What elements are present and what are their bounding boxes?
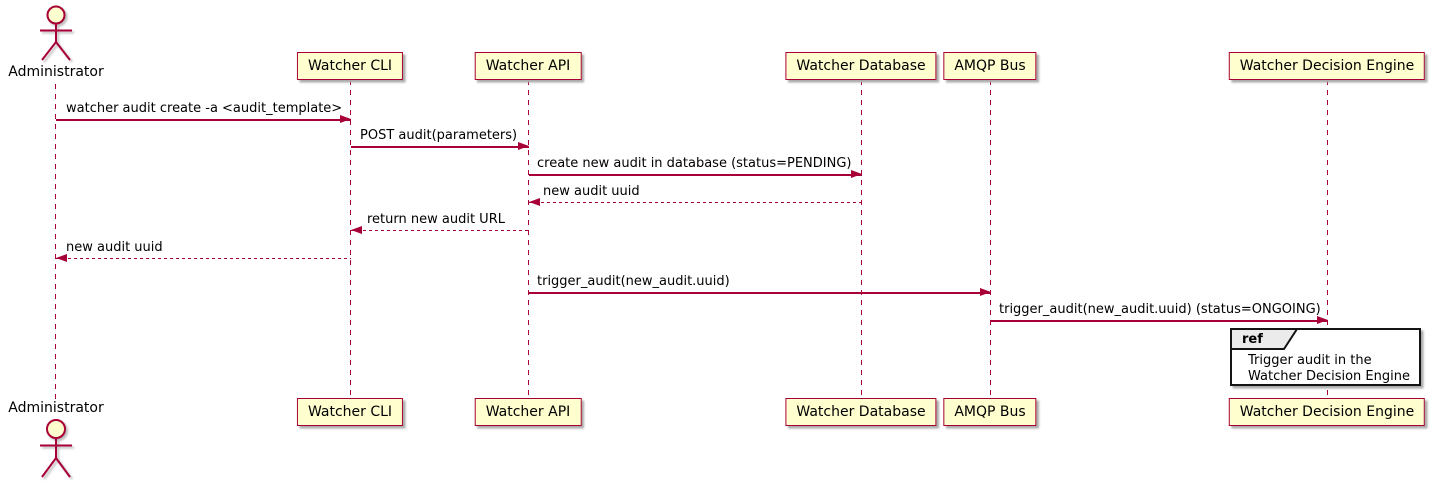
actor-label-administrator-top: Administrator (8, 64, 104, 80)
participant-label: Watcher API (485, 58, 571, 74)
message-arrow (56, 254, 351, 262)
actor-administrator-bottom (31, 417, 81, 479)
participant-top-watcher-decision-engine: Watcher Decision Engine (1228, 52, 1426, 80)
participant-label: Watcher API (485, 404, 571, 420)
message-label: trigger_audit(new_audit.uuid) (537, 274, 730, 289)
message-label: return new audit URL (367, 212, 505, 227)
message-arrow (529, 170, 862, 179)
lifeline-administrator (55, 84, 56, 400)
person-icon (40, 5, 72, 61)
arrowhead-right-icon (851, 170, 862, 179)
participant-bottom-amqp-bus: AMQP Bus (943, 398, 1037, 426)
message-arrow (351, 142, 529, 151)
participant-bottom-watcher-cli: Watcher CLI (296, 398, 404, 426)
arrowhead-right-icon (980, 288, 991, 297)
message-label: watcher audit create -a <audit_template> (66, 101, 343, 116)
participant-label: Watcher Database (796, 404, 926, 420)
message-label: new audit uuid (543, 184, 640, 199)
ref-text-line1: Trigger audit in the (1248, 353, 1372, 368)
lifeline-watcher-decision-engine (1327, 80, 1328, 398)
participant-label: Watcher Decision Engine (1239, 404, 1415, 420)
lifeline-watcher-database (861, 80, 862, 398)
person-icon (40, 419, 72, 478)
ref-keyword: ref (1242, 332, 1263, 347)
message-label: create new audit in database (status=PEN… (537, 156, 852, 171)
participant-label: Watcher CLI (307, 404, 393, 420)
participant-bottom-watcher-database: Watcher Database (785, 398, 937, 426)
arrowhead-right-icon (518, 142, 529, 151)
message-arrow (991, 316, 1328, 325)
message-arrow (351, 226, 529, 234)
participant-label: Watcher Database (796, 58, 926, 74)
participant-top-watcher-database: Watcher Database (785, 52, 937, 80)
arrowhead-left-icon (529, 198, 540, 206)
actor-administrator-top (31, 4, 81, 62)
message-arrow (56, 115, 351, 124)
participant-label: Watcher CLI (307, 58, 393, 74)
participant-label: AMQP Bus (954, 58, 1026, 74)
arrowhead-left-icon (56, 254, 67, 262)
participant-label: AMQP Bus (954, 404, 1026, 420)
participant-top-watcher-api: Watcher API (474, 52, 582, 80)
lifeline-amqp-bus (990, 80, 991, 398)
arrowhead-right-icon (340, 115, 351, 124)
message-label: new audit uuid (66, 240, 163, 255)
arrowhead-left-icon (351, 226, 362, 234)
ref-fragment: ref Trigger audit in the Watcher Decisio… (1230, 328, 1421, 386)
message-arrow (529, 288, 991, 297)
participant-label: Watcher Decision Engine (1239, 58, 1415, 74)
actor-label-administrator-bottom: Administrator (8, 400, 104, 416)
participant-bottom-watcher-decision-engine: Watcher Decision Engine (1228, 398, 1426, 426)
participant-bottom-watcher-api: Watcher API (474, 398, 582, 426)
arrowhead-right-icon (1317, 316, 1328, 325)
message-label: trigger_audit(new_audit.uuid) (status=ON… (999, 302, 1321, 317)
message-arrow (529, 198, 862, 206)
lifeline-watcher-cli (350, 80, 351, 398)
lifeline-watcher-api (528, 80, 529, 398)
ref-text-line2: Watcher Decision Engine (1248, 369, 1410, 384)
participant-top-amqp-bus: AMQP Bus (943, 52, 1037, 80)
participant-top-watcher-cli: Watcher CLI (296, 52, 404, 80)
message-label: POST audit(parameters) (360, 128, 518, 143)
ref-tab-pentagon-icon (1230, 328, 1299, 350)
